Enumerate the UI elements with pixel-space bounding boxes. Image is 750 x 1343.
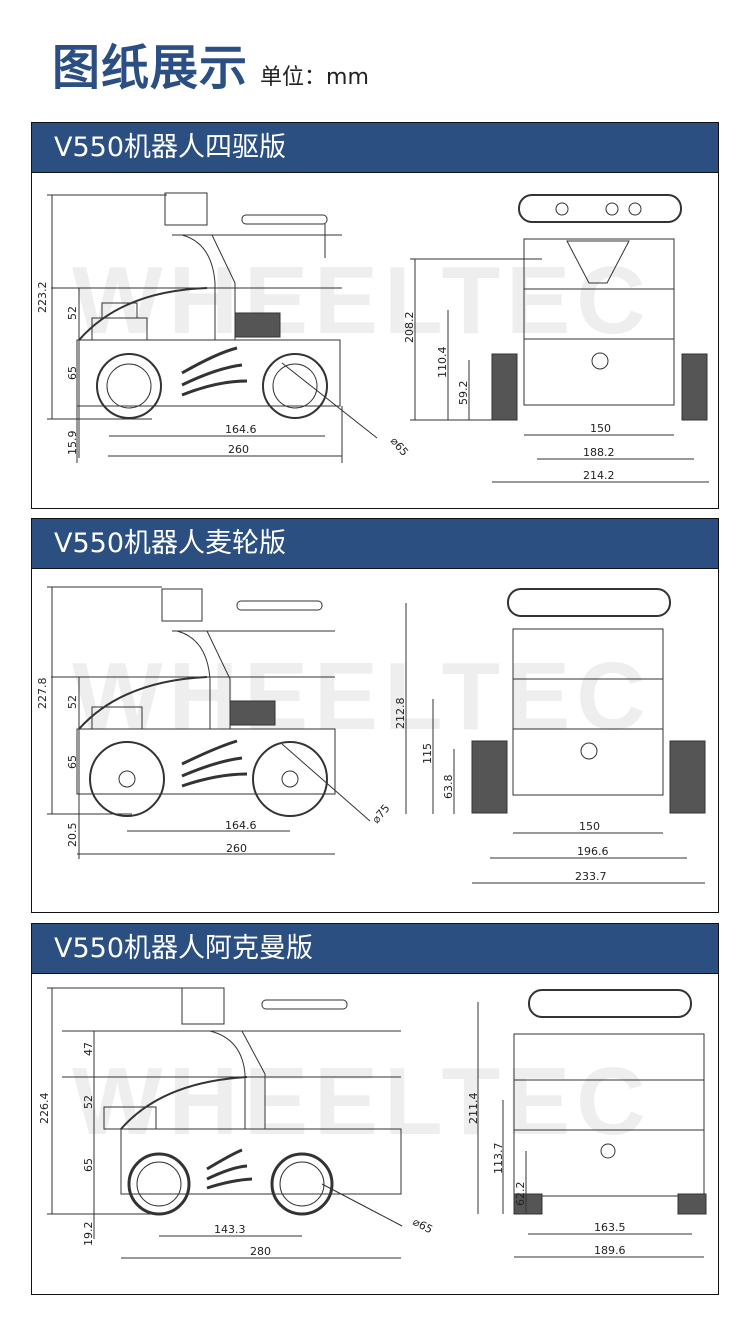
dim-layer-height: 115 bbox=[421, 743, 434, 764]
dim-camera-height: 63.8 bbox=[442, 775, 455, 800]
chassis-body bbox=[76, 728, 336, 795]
dim-wheel-diameter: ⌀65 bbox=[388, 435, 411, 459]
chassis-body bbox=[76, 339, 341, 407]
front-dimensions: 211.4 113.7 62.2 163.5 189.6 bbox=[467, 1093, 626, 1258]
front-dimensions: 212.8 115 63.8 150 196.6 233.7 bbox=[394, 698, 609, 884]
dim-wheel-diameter: ⌀75 bbox=[369, 802, 392, 826]
dim-overall-width: 214.2 bbox=[583, 469, 615, 482]
side-view bbox=[47, 586, 371, 859]
dim-overall-width: 233.7 bbox=[575, 870, 607, 883]
dim-camera-height: 62.2 bbox=[514, 1182, 527, 1207]
page-header: 图纸展示 单位：mm bbox=[52, 38, 369, 98]
drawing-mecanum: WHEELTEC bbox=[36, 586, 706, 884]
drawing-4wd: WHEELTEC bbox=[36, 192, 709, 483]
dim-overall-length: 260 bbox=[226, 842, 247, 855]
dim-layer-height: 110.4 bbox=[436, 347, 449, 379]
dim-upper-layer: 52 bbox=[66, 695, 79, 709]
drawing-ackermann: WHEELTEC bbox=[38, 987, 707, 1259]
dim-ground-clearance: 19.2 bbox=[82, 1222, 95, 1247]
mecanum-wheel-right bbox=[669, 740, 706, 814]
dim-overall-width: 189.6 bbox=[594, 1244, 626, 1257]
dim-wheelbase: 143.3 bbox=[214, 1223, 246, 1236]
mecanum-wheel-left bbox=[471, 740, 508, 814]
lidar bbox=[161, 588, 203, 622]
panel-4wd: V550机器人四驱版 WHEELTEC bbox=[31, 122, 719, 509]
dim-wheelbase: 164.6 bbox=[225, 819, 257, 832]
wheel-rear bbox=[127, 1152, 191, 1216]
watermark: WHEELTEC bbox=[72, 643, 652, 750]
lidar bbox=[164, 192, 208, 226]
wheel-right bbox=[681, 353, 708, 421]
dim-chassis-height: 65 bbox=[66, 755, 79, 769]
page-title: 图纸展示 bbox=[52, 40, 249, 96]
dim-camera-height: 59.2 bbox=[457, 381, 470, 406]
front-dimensions: 208.2 110.4 59.2 150 188.2 214.2 bbox=[403, 312, 615, 483]
dim-overall-height: 227.8 bbox=[36, 678, 49, 710]
dim-layer-height: 113.7 bbox=[492, 1143, 505, 1175]
side-view bbox=[47, 192, 378, 463]
front-view bbox=[477, 989, 707, 1258]
wheel-left bbox=[513, 1193, 543, 1215]
wheel-left bbox=[491, 353, 518, 421]
dim-height: 212.8 bbox=[394, 698, 407, 730]
depth-camera bbox=[507, 588, 671, 617]
dim-height: 208.2 bbox=[403, 312, 416, 344]
panel-title: V550机器人阿克曼版 bbox=[32, 924, 718, 974]
dim-overall-length: 280 bbox=[250, 1245, 271, 1258]
antenna bbox=[236, 600, 323, 611]
front-view bbox=[405, 588, 706, 884]
mecanum-wheel-rear bbox=[89, 741, 165, 817]
dim-overall-height: 226.4 bbox=[38, 1093, 51, 1125]
dim-body-width: 150 bbox=[590, 422, 611, 435]
mecanum-wheel-front bbox=[252, 741, 328, 817]
front-view bbox=[410, 194, 709, 483]
watermark: WHEELTEC bbox=[72, 247, 652, 354]
controller-board bbox=[234, 312, 281, 338]
dim-body-width: 150 bbox=[579, 820, 600, 833]
depth-camera bbox=[528, 989, 692, 1018]
side-dimensions: 226.4 47 52 65 19.2 143.3 280 ⌀65 bbox=[38, 1042, 435, 1258]
dim-wheel-diameter: ⌀65 bbox=[411, 1215, 435, 1236]
dim-chassis-height: 65 bbox=[66, 366, 79, 380]
dim-upper-layer: 52 bbox=[66, 306, 79, 320]
unit-label: 单位：mm bbox=[260, 65, 369, 90]
wheel-right bbox=[677, 1193, 707, 1215]
side-view bbox=[47, 987, 403, 1259]
panel-ackermann: V550机器人阿克曼版 WHEELTEC bbox=[31, 923, 719, 1295]
antenna bbox=[241, 214, 328, 225]
dim-chassis-height: 65 bbox=[82, 1158, 95, 1172]
wheel-front bbox=[262, 353, 328, 419]
dim-body-width: 163.5 bbox=[594, 1221, 626, 1234]
wheel-rear bbox=[96, 353, 162, 419]
panel-title: V550机器人麦轮版 bbox=[32, 519, 718, 569]
dim-track-width: 188.2 bbox=[583, 446, 615, 459]
dim-overall-length: 260 bbox=[228, 443, 249, 456]
lidar-mast bbox=[181, 234, 236, 341]
dim-top-layer: 47 bbox=[82, 1042, 95, 1056]
antenna bbox=[261, 999, 348, 1010]
dim-track-width: 196.6 bbox=[577, 845, 609, 858]
panel-title: V550机器人四驱版 bbox=[32, 123, 718, 173]
dim-upper-layer: 52 bbox=[82, 1095, 95, 1109]
dim-ground-clearance: 15.9 bbox=[66, 431, 79, 456]
wheel-front bbox=[270, 1152, 334, 1216]
base bbox=[523, 338, 675, 406]
watermark: WHEELTEC bbox=[72, 1048, 652, 1155]
dim-ground-clearance: 20.5 bbox=[66, 823, 79, 848]
dim-height: 211.4 bbox=[467, 1093, 480, 1125]
panel-mecanum: V550机器人麦轮版 WHEELTEC bbox=[31, 518, 719, 913]
dim-wheelbase: 164.6 bbox=[225, 423, 257, 436]
side-dimensions: 227.8 52 65 20.5 164.6 260 ⌀75 bbox=[36, 678, 393, 856]
lidar bbox=[181, 987, 225, 1025]
depth-camera bbox=[518, 194, 682, 223]
dim-overall-height: 223.2 bbox=[36, 282, 49, 314]
side-stripes bbox=[181, 346, 248, 397]
